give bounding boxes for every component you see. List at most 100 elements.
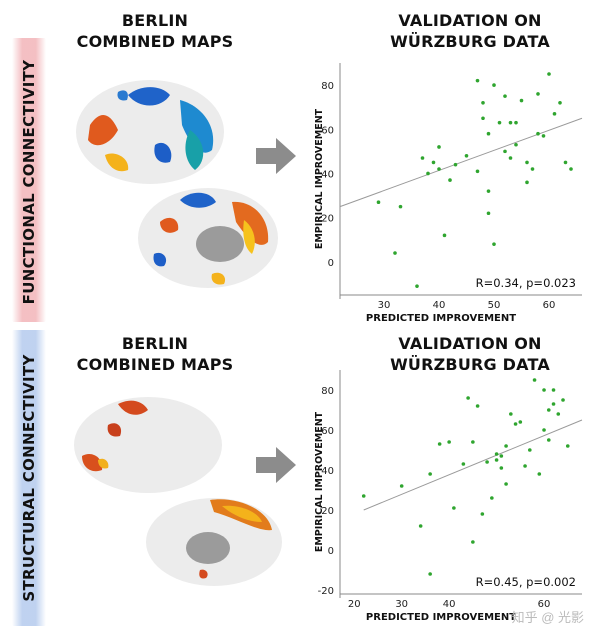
heading-line: COMBINED MAPS [76,32,234,51]
scatter-point [546,438,551,442]
x-tick-label: 30 [378,300,391,311]
scatter-point [437,167,441,171]
scatter-point [561,398,565,402]
scatter-point [528,448,532,452]
scatter-point [563,160,568,165]
scatter-point [453,162,458,167]
scatter-point [447,440,451,444]
scatter-point [503,94,507,98]
scatter-point [494,452,499,456]
scatter-point [541,134,546,138]
x-tick-label: 60 [538,599,551,610]
functional-right-heading: VALIDATION ON WÜRZBURG DATA [360,10,580,52]
heading-line: COMBINED MAPS [76,355,234,374]
structural-brain-lateral-image [74,397,222,493]
scatter-point [464,154,469,158]
scatter-point [518,420,523,424]
scatter-point [475,78,480,83]
x-tick-label: 40 [443,599,456,610]
y-axis-label: EMPIRICAL IMPROVEMENT [314,411,325,552]
scatter-point [398,204,403,209]
scatter-point [504,482,508,486]
x-tick-label: 60 [543,300,556,311]
x-axis-label: PREDICTED IMPROVEMENT [366,612,516,623]
scatter-point [481,100,485,105]
scatter-point [514,142,518,147]
heading-line: BERLIN [121,334,189,353]
scatter-point [428,472,432,476]
y-tick-label: 20 [321,506,334,517]
scatter-point [523,464,527,468]
scatter-point [431,160,436,165]
scatter-point [485,460,489,464]
scatter-point [393,251,397,255]
scatter-point [486,131,491,136]
watermark: 知乎 @ 光影 [511,610,584,625]
functional-connectivity-label: FUNCTIONAL CONNECTIVITY [20,59,38,305]
y-tick-label: -20 [318,586,334,597]
scatter-point [481,116,485,121]
regression-line [363,419,583,511]
heading-line: VALIDATION ON [398,334,542,353]
scatter-point [546,408,551,412]
scatter-point [569,167,573,171]
scatter-point [536,131,540,136]
scatter-point [486,211,491,216]
scatter-point [504,444,508,448]
scatter-point [442,233,447,238]
functional-brain-lateral-image [76,80,224,184]
scatter-point [494,458,499,462]
scatter-point [519,98,524,103]
heading-line: WÜRZBURG DATA [390,32,550,51]
scatter-point [475,404,480,408]
x-tick-label: 20 [348,599,361,610]
scatter-point [426,171,430,176]
scatter-point [536,92,540,96]
heading-line: VALIDATION ON [398,11,542,30]
scatter-point [418,524,423,528]
y-tick-label: 20 [321,214,334,225]
scatter-point [497,120,502,125]
scatter-point [428,572,432,576]
scatter-point [452,506,456,510]
scatter-point [503,149,507,154]
scatter-point [480,512,485,516]
scatter-point [532,378,537,382]
scatter-point [466,396,470,400]
scatter-point [475,169,480,174]
scatter-point [471,540,475,544]
scatter-point [461,462,466,466]
scatter-point [490,496,494,500]
scatter-point [542,428,546,432]
scatter-point [565,444,570,448]
scatter-point [471,440,475,444]
scatter-point [551,402,556,406]
scatter-point [525,180,529,185]
x-tick-label: 40 [433,300,446,311]
scatter-point [499,454,504,458]
scatter-point [492,242,496,246]
scatter-point [486,189,491,193]
x-axis-label: PREDICTED IMPROVEMENT [366,313,516,324]
functional-brain-medial-image [138,188,278,288]
scatter-point [492,83,496,87]
y-tick-label: 40 [321,466,334,477]
y-tick-label: 80 [321,81,334,92]
right-arrow-icon [256,138,296,174]
scatter-point [420,156,425,160]
heading-line: BERLIN [121,11,189,30]
scatter-point [437,145,441,149]
scatter-point [552,112,557,116]
right-arrow-icon [256,447,296,483]
structural-left-heading: BERLIN COMBINED MAPS [60,333,250,375]
scatter-point [361,494,366,498]
correlation-annotation: R=0.34, p=0.023 [476,276,576,290]
scatter-point [499,466,504,470]
scatter-point [513,422,518,426]
correlation-annotation: R=0.45, p=0.002 [476,575,576,589]
y-tick-label: 0 [328,546,334,557]
functional-left-heading: BERLIN COMBINED MAPS [60,10,250,52]
y-tick-label: 40 [321,169,334,180]
scatter-point [547,72,551,76]
scatter-point [542,388,546,392]
